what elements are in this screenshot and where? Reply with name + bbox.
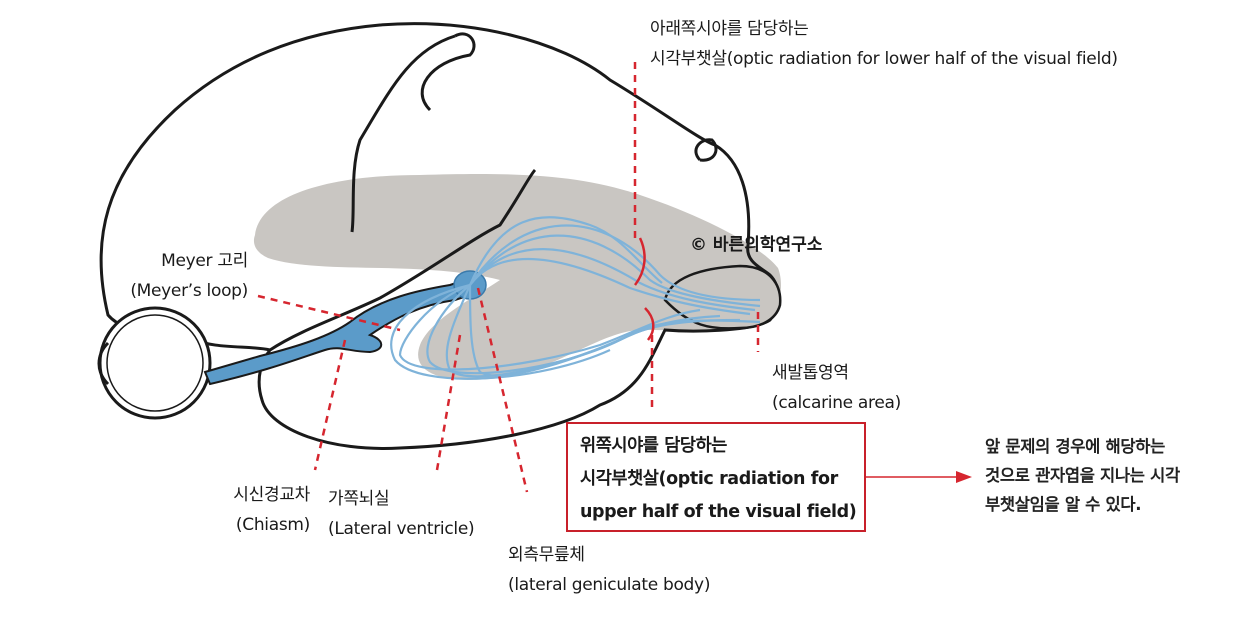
lower-radiation-cut — [633, 237, 646, 286]
upper-radiation-highlight-box: 위쪽시야를 담당하는 시각부챗살(optic radiation for upp… — [566, 422, 866, 532]
lens — [97, 341, 110, 386]
copyright-mark: © 바른의학연구소 — [690, 235, 823, 255]
parietal-sulcus — [420, 32, 476, 112]
result-arrow-head — [956, 471, 972, 483]
eyeball — [98, 306, 212, 420]
label-meyer-loop: Meyer 고리 (Meyer’s loop) — [130, 251, 248, 301]
optic-nerve — [203, 278, 472, 386]
label-lower-radiation: 아래쪽시야를 담당하는 시각부챗살(optic radiation for lo… — [650, 19, 1118, 69]
occipital-notch — [694, 138, 718, 162]
label-chiasm: 시신경교차 (Chiasm) — [233, 485, 310, 535]
label-lateral-geniculate-body: 외측무릎체 (lateral geniculate body) — [508, 545, 711, 595]
label-calcarine-area: 새발톱영역 (calcarine area) — [772, 363, 901, 413]
label-lateral-ventricle: 가쪽뇌실 (Lateral ventricle) — [328, 489, 475, 539]
central-sulcus — [350, 34, 456, 233]
optic-radiation-fibers — [390, 216, 761, 380]
upper-radiation-cut — [644, 307, 655, 341]
temporal-sulcus — [269, 168, 537, 352]
explanation-note: 앞 문제의 경우에 해당하는 것으로 관자엽을 지나는 시각 부챗살임을 알 수… — [985, 437, 1180, 514]
leader-lines — [257, 62, 760, 493]
